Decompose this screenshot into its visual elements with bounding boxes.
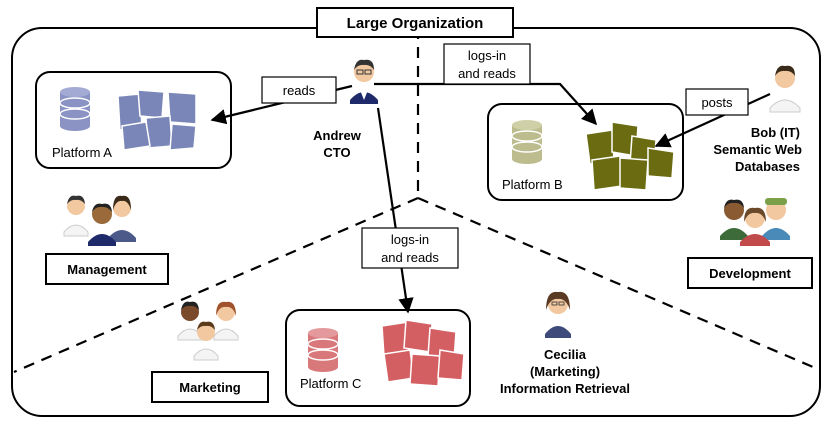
documents-icon [585,121,675,191]
cecilia-name: Cecilia [544,347,587,362]
bob-interest-2: Databases [735,159,800,174]
marketing-group-icon [177,301,239,361]
platform-b-label: Platform B [502,177,563,192]
andrew-name: Andrew [313,128,362,143]
and-reads-label: and reads [458,66,516,81]
title-box: Large Organization [316,7,514,38]
platform-a: Platform A [35,71,232,169]
arrow-label-reads: reads [261,76,337,104]
documents-icon [381,319,465,387]
bob-avatar-icon [769,65,801,113]
cecilia-interest: Information Retrieval [500,381,630,396]
bob-name: Bob (IT) [751,125,800,140]
marketing-group: Marketing [151,371,269,403]
platform-b: Platform B [487,103,684,201]
development-label: Development [709,266,791,281]
platform-c-label: Platform C [300,376,361,391]
andrew-role: CTO [323,145,350,160]
logs-in-label: logs-in [468,48,506,63]
database-icon [511,120,543,164]
database-icon [307,328,339,372]
platform-c: Platform C [285,309,471,407]
bob-interest-1: Semantic Web [713,142,802,157]
cecilia-department: (Marketing) [530,364,600,379]
management-label: Management [67,262,147,277]
page-title: Large Organization [347,15,484,32]
arrow-label-logs-in-c: logs-in and reads [361,227,459,269]
posts-label: posts [701,95,733,110]
development-group: Development [687,257,813,289]
platform-a-label: Platform A [52,145,112,160]
management-group: Management [45,253,169,285]
arrow-label-logs-in-b: logs-in and reads [443,43,531,85]
department-dividers [13,28,821,374]
andrew-avatar-icon [350,59,378,104]
documents-icon [117,89,197,151]
database-icon [59,87,91,131]
logs-in-label: logs-in [391,232,429,247]
management-group-icon [63,195,136,246]
development-group-icon [720,198,790,246]
reads-label: reads [283,83,316,98]
and-reads-label: and reads [381,250,439,265]
arrow-label-posts: posts [685,88,749,116]
marketing-label: Marketing [179,380,240,395]
cecilia-avatar-icon [545,291,571,338]
